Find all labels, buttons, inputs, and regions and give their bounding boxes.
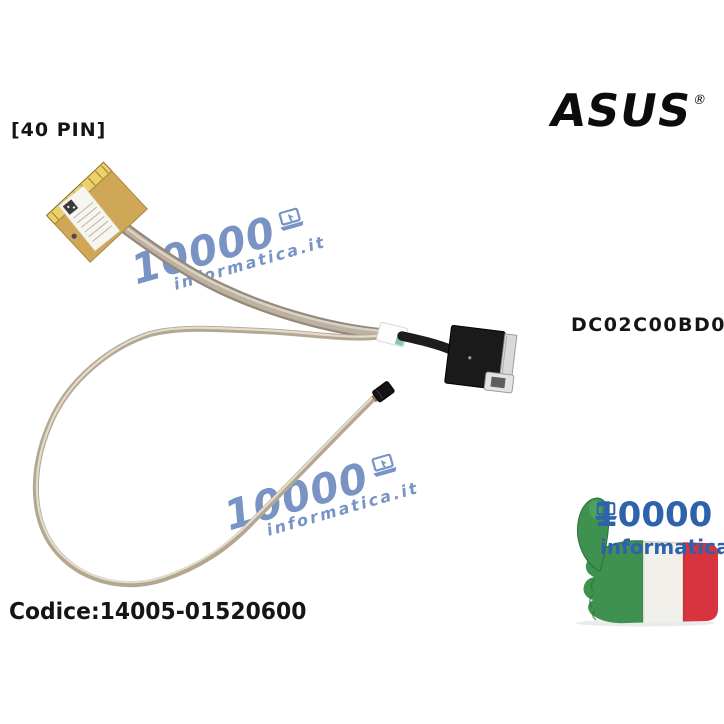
store-logo: 10000 informatica.it [543,461,724,627]
laptop-icon [371,453,397,478]
asus-logo: ASUS® [546,84,708,137]
main-lcd-cable [107,213,389,340]
store-logo-number-row: 10000 [594,498,712,532]
part-number: DC02C00BD0S [571,314,724,336]
motherboard-connector [444,325,518,394]
product-code: Codice:14005-01520600 [9,599,307,625]
webcam-connector [371,381,395,403]
store-logo-name-row: informatica.it [600,537,724,557]
laptop-icon [278,207,304,232]
barcode-label [58,185,121,252]
watermark-10000-informatica-upper: 10000 informatica.it [126,200,329,303]
inspection-dot [71,233,77,239]
black-cable-segment [397,331,459,356]
store-logo-name: informatica [600,535,724,559]
watermark-row: 10000 [126,200,324,294]
laptop-icon [594,502,618,520]
brand-text: ASUS [546,84,696,137]
pin-count-label: [40 PIN] [11,119,107,141]
watermark-10000-informatica-lower: 10000 informatica.it [219,446,421,549]
knuckle-creases [588,578,597,621]
registered-trademark-symbol: ® [691,93,708,108]
webcam-cable [32,325,386,588]
gold-lcd-connector [45,161,148,263]
watermark-row: 10000 [219,446,417,540]
